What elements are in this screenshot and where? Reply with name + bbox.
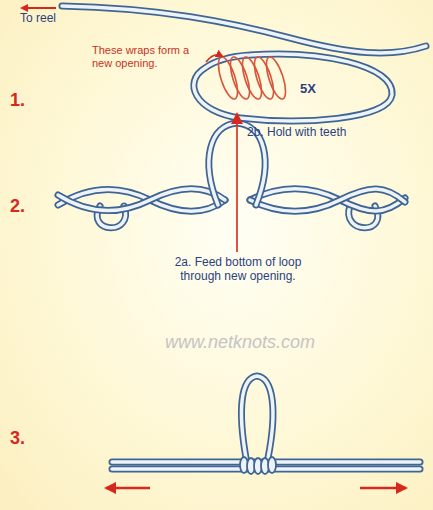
wrap-count: 5X (300, 82, 340, 97)
pull-arrow-right (360, 487, 406, 490)
step-number: 2. (10, 196, 40, 217)
instruction-note: 2b. Hold with teeth (247, 126, 397, 140)
line-step-2 (58, 123, 405, 228)
pull-arrow (236, 114, 238, 252)
step-number: 3. (10, 428, 40, 449)
line-step-3 (112, 376, 420, 469)
step-number: 1. (10, 90, 40, 111)
to-reel-arrow (22, 7, 56, 9)
direction-label: To reel (20, 12, 90, 26)
wraps-step-3 (240, 457, 276, 474)
leader-arrow (206, 55, 222, 62)
pull-arrow-left (106, 487, 150, 490)
instruction-note: 2a. Feed bottom of loop through new open… (160, 256, 316, 284)
line-step-1 (62, 6, 426, 121)
watermark: www.netknots.com (130, 332, 350, 353)
callout-note: These wraps form a new opening. (92, 44, 202, 69)
wraps-step-1 (215, 55, 290, 101)
